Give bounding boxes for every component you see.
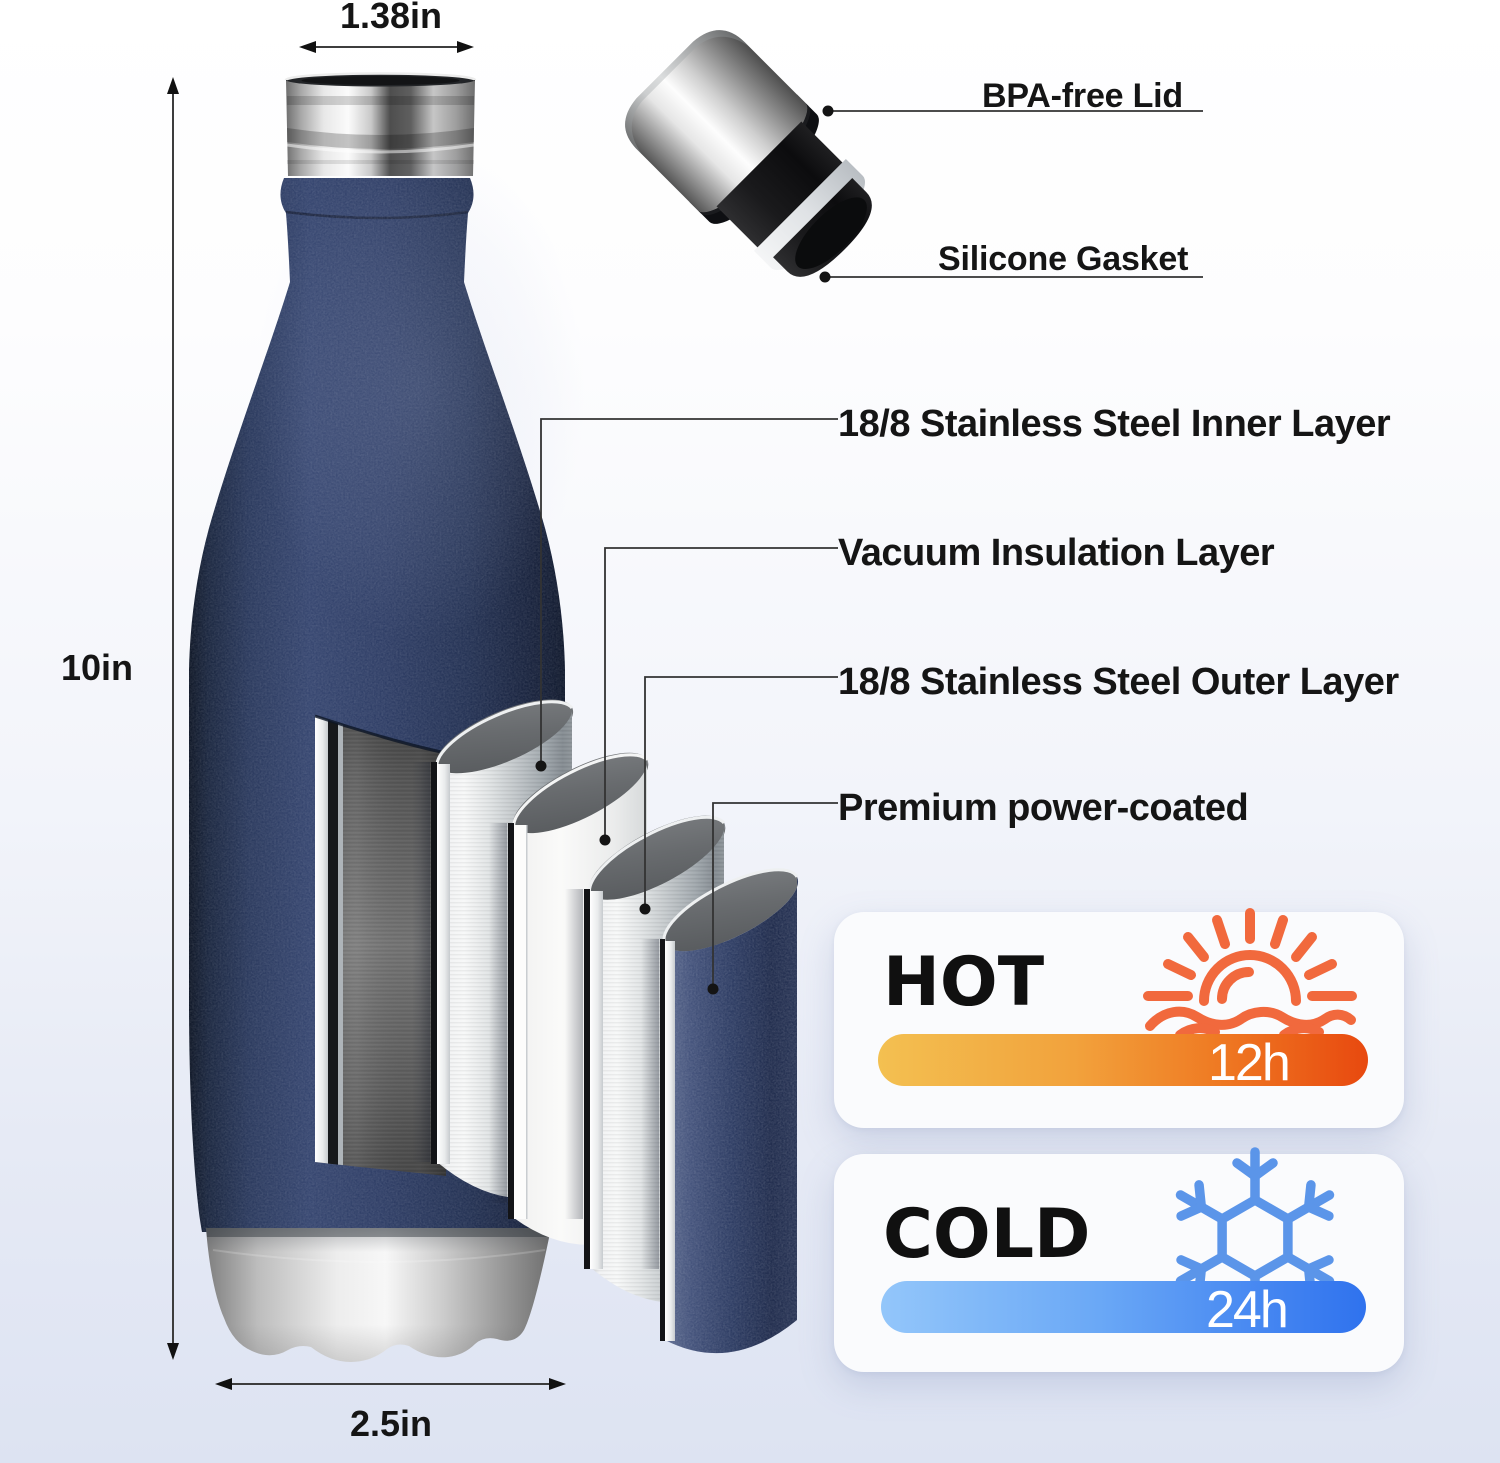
sunrise-icon <box>1143 908 1357 1038</box>
inner-layer-dot <box>535 760 547 772</box>
bpa-lid-dot <box>822 105 834 117</box>
gasket-dot <box>819 271 831 283</box>
base-width-arrow <box>215 1378 566 1390</box>
cold-retention-card: COLD 24h <box>834 1147 1404 1372</box>
layer-shells <box>412 699 799 1354</box>
callout-vacuum-layer: Vacuum Insulation Layer <box>838 532 1275 574</box>
hot-duration: 12h <box>1208 1034 1291 1092</box>
outer-layer-line <box>644 676 838 909</box>
hot-title: HOT <box>883 943 1045 1022</box>
lid-gasket <box>753 158 865 270</box>
callout-silicone-gasket: Silicone Gasket <box>938 240 1189 278</box>
cold-duration-bar: 24h <box>881 1281 1366 1339</box>
dimension-arrows <box>167 41 566 1390</box>
hot-retention-card: HOT 12h <box>834 908 1404 1128</box>
callout-bpa-lid: BPA-free Lid <box>982 77 1183 115</box>
base-width-label: 2.5in <box>349 1403 433 1444</box>
callout-inner-layer: 18/8 Stainless Steel Inner Layer <box>838 403 1391 445</box>
mouth-width-label: 1.38in <box>339 0 443 36</box>
callout-coating-layer: Premium power-coated <box>838 787 1249 829</box>
cold-title: COLD <box>883 1195 1091 1274</box>
coating-layer-line <box>712 802 838 989</box>
outer-layer-dot <box>639 903 651 915</box>
callout-lines <box>540 110 1203 989</box>
callout-dots <box>535 105 834 995</box>
vacuum-layer-line <box>604 547 838 840</box>
inner-layer-line <box>540 418 838 766</box>
cold-duration: 24h <box>1206 1281 1289 1339</box>
height-label: 10in <box>60 647 134 688</box>
lid <box>625 30 872 277</box>
shell-coating-navy <box>641 868 799 1354</box>
hot-duration-bar: 12h <box>878 1034 1368 1092</box>
height-arrow <box>167 77 179 1360</box>
coating-layer-dot <box>707 983 719 995</box>
vacuum-layer-dot <box>599 834 611 846</box>
callout-outer-layer: 18/8 Stainless Steel Outer Layer <box>838 661 1399 703</box>
mouth-width-arrow <box>299 41 474 53</box>
